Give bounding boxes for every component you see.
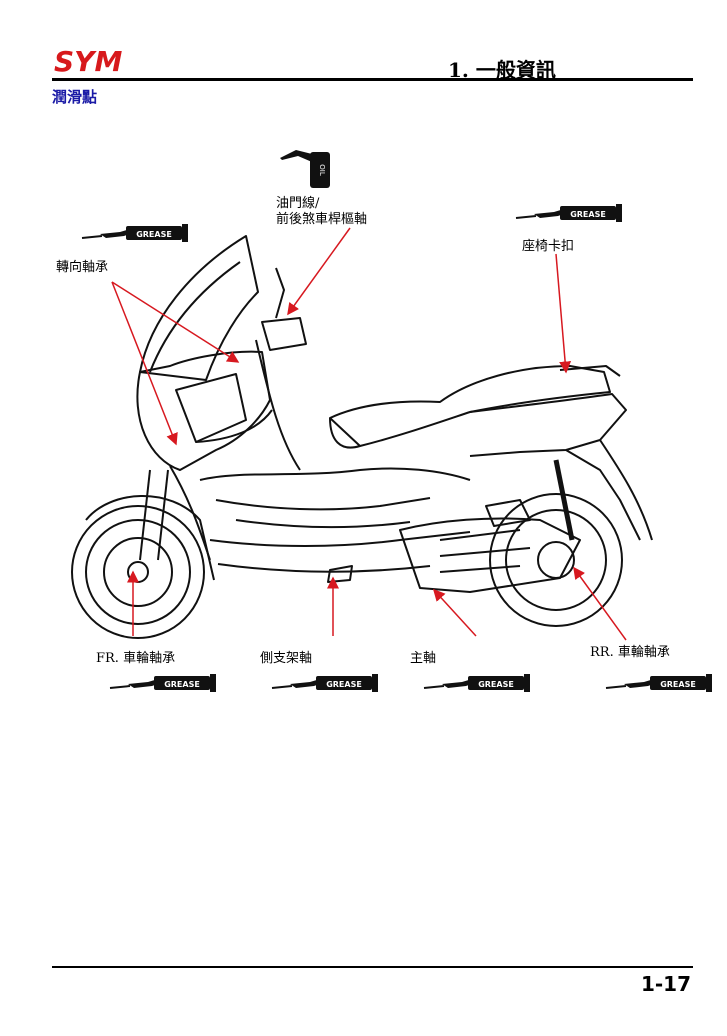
label-steering-bearing: 轉向軸承 [56, 260, 109, 275]
sym-logo: SYM [54, 45, 122, 76]
label-throttle-cable: 油門線/ [276, 196, 320, 211]
header-rule [52, 78, 693, 81]
scooter-drawing [71, 235, 653, 639]
label-rear-wheel-bearing: RR. 車輪軸承 [590, 645, 670, 660]
section-title: 潤滑點 [52, 88, 98, 106]
logo-text: SYM [54, 45, 122, 76]
arrow-steering-1 [111, 281, 240, 363]
grease-gun-icon-main-pivot: GREASE [423, 673, 531, 693]
footer-rule [52, 966, 693, 968]
arrow-main-pivot [432, 588, 477, 637]
grease-gun-icon-side-stand: GREASE [271, 673, 379, 693]
leader-arrows [111, 227, 627, 641]
arrow-rear-wheel [573, 566, 627, 641]
grease-gun-icon-front-wheel: GREASE [109, 673, 217, 693]
grease-gun-icon-rear-wheel: GREASE [605, 673, 713, 693]
oil-can-icon: OIL [280, 150, 330, 188]
arrow-throttle [287, 227, 351, 316]
grease-gun-icon-seat: GREASE [515, 203, 623, 223]
arrow-seat [555, 253, 572, 374]
label-main-pivot: 主軸 [410, 651, 437, 666]
page-number: 1-17 [640, 972, 691, 996]
arrow-steering-2 [111, 281, 178, 446]
label-brake-lever-pivot: 前後煞車桿樞軸 [276, 212, 368, 227]
grease-text: GREASE [326, 680, 362, 689]
label-side-stand-pivot: 側支架軸 [260, 651, 313, 666]
grease-text: GREASE [570, 210, 606, 219]
grease-text: GREASE [660, 680, 696, 689]
grease-text: GREASE [164, 680, 200, 689]
grease-gun-icon-steering: GREASE [81, 223, 189, 243]
oil-text: OIL [318, 164, 326, 176]
grease-text: GREASE [478, 680, 514, 689]
grease-text: GREASE [136, 230, 172, 239]
label-seat-latch: 座椅卡扣 [522, 239, 575, 254]
scooter-lubrication-diagram: OIL GREASE GREASE GREASE GREASE GREASE G… [71, 150, 713, 693]
label-front-wheel-bearing: FR. 車輪軸承 [96, 651, 176, 666]
